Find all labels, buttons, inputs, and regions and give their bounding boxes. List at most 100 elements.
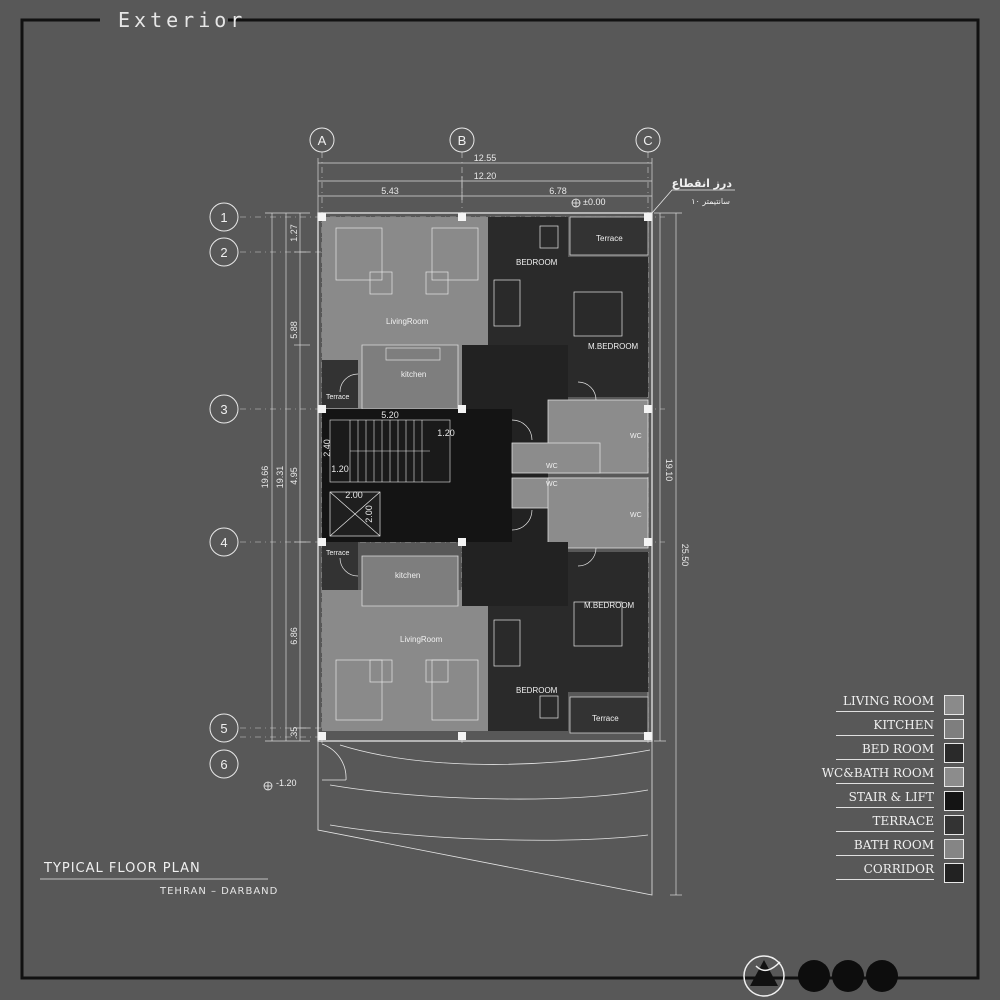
grid-bubbles — [209, 127, 661, 779]
bedroom-lower — [488, 606, 568, 731]
door-swings — [339, 373, 597, 577]
dim-stair-width: 2.40 — [322, 439, 332, 457]
master-bedroom-upper — [568, 257, 648, 397]
legend-rule — [836, 855, 934, 856]
terrace-lower-right — [569, 696, 649, 734]
grid-bubble-1 — [209, 202, 239, 232]
dim-right-bay: 6.78 — [549, 186, 567, 196]
legend-swatch — [944, 815, 964, 835]
wc-lower-right — [547, 477, 649, 549]
legend-label: BATH ROOM — [853, 838, 934, 852]
level-marker-basement: -1.20 — [263, 778, 297, 791]
dim-inner-width: 12.20 — [474, 171, 497, 181]
grid-label-b: B — [458, 133, 467, 148]
legend-item: BED ROOM — [836, 740, 968, 764]
plan-subtitle: TEHRAN – DARBAND — [160, 886, 279, 897]
legend-rule — [836, 783, 934, 784]
legend-swatch — [944, 839, 964, 859]
legend-label: CORRIDOR — [863, 862, 934, 876]
dim-stair-flight: 1.20 — [331, 464, 349, 474]
grid-bubble-c — [635, 127, 661, 153]
dim-row-2-3: 5.88 — [289, 321, 299, 339]
note-line-1: درز انقطاع — [672, 177, 733, 190]
grid-bubble-2 — [209, 237, 239, 267]
grid-bubble-6 — [209, 749, 239, 779]
legend-item: TERRACE — [836, 812, 968, 836]
legend-label: KITCHEN — [873, 718, 934, 732]
legend-label: TERRACE — [872, 814, 934, 828]
grid-label-6: 6 — [220, 757, 227, 772]
kitchen-upper — [361, 344, 459, 410]
left-dimension-texts: 19.66 19.31 1.27 5.88 4.95 6.86 .35 — [260, 224, 299, 739]
terrace-upper-left — [322, 360, 358, 408]
dim-left-overall: 19.66 — [260, 466, 270, 489]
grid-bubble-b — [449, 127, 475, 153]
dim-row-3-4: 4.95 — [289, 467, 299, 485]
legend-rule — [836, 831, 934, 832]
studio-logo — [743, 955, 898, 997]
legend-swatch — [944, 791, 964, 811]
dim-left-bay: 5.43 — [381, 186, 399, 196]
stair-dimension-texts: 5.20 1.20 2.40 1.20 2.00 2.00 — [322, 410, 455, 523]
grid-label-3: 3 — [220, 402, 227, 417]
sheet-frame — [20, 18, 980, 980]
legend-rule — [836, 879, 934, 880]
stair — [329, 419, 451, 483]
dim-row-1-2: 1.27 — [289, 224, 299, 242]
dim-lift-depth: 2.00 — [364, 505, 374, 523]
grid-label-1: 1 — [220, 210, 227, 225]
legend-item: KITCHEN — [836, 716, 968, 740]
master-bedroom-lower — [568, 552, 648, 692]
sheet-title: Exterior — [118, 8, 247, 32]
legend-label: LIVING ROOM — [842, 694, 934, 708]
note-line-2: ۱۰ سانتیمتر — [691, 197, 730, 206]
dim-row-5-6: .35 — [289, 727, 299, 740]
bedroom-upper — [488, 217, 568, 345]
kitchen-lower — [361, 555, 459, 607]
left-dimension-lines — [265, 212, 310, 742]
grid-bubble-3 — [209, 394, 239, 424]
grid-label-2: 2 — [220, 245, 227, 260]
legend-swatch — [944, 743, 964, 763]
dim-stair-length: 5.20 — [381, 410, 399, 420]
living-room-lower — [322, 606, 488, 731]
legend-label: WC&BATH ROOM — [821, 766, 934, 780]
corridor-lower — [462, 542, 568, 606]
legend-swatch — [944, 695, 964, 715]
structural-columns — [318, 213, 652, 740]
furniture — [335, 225, 623, 721]
grid-bubble-labels: A B C 1 2 3 4 5 6 — [220, 133, 652, 772]
outer-wall — [317, 212, 653, 742]
dim-lift-width: 2.00 — [345, 490, 363, 500]
legend-rule — [836, 807, 934, 808]
level-marker-floor: ±0.00 — [571, 197, 605, 208]
grid-label-4: 4 — [220, 535, 227, 550]
expansion-joint-note: درز انقطاع ۱۰ سانتیمتر — [651, 177, 735, 214]
legend-rule — [836, 759, 934, 760]
living-room-upper — [322, 217, 488, 345]
corridor-center — [512, 409, 548, 542]
right-dimension-lines — [654, 212, 682, 896]
dim-overall-width: 12.55 — [474, 153, 497, 163]
terrace-lower-left — [322, 542, 358, 590]
legend-swatch — [944, 767, 964, 787]
right-dimension-texts: 19.10 25.50 — [664, 459, 690, 567]
dim-row-4-5: 6.86 — [289, 627, 299, 645]
legend-swatch — [944, 863, 964, 883]
grid-label-5: 5 — [220, 721, 227, 736]
legend-item: WC&BATH ROOM — [822, 764, 968, 788]
dim-right-inner: 19.10 — [664, 459, 674, 482]
level-basement-text: -1.20 — [276, 778, 297, 788]
grid-label-a: A — [318, 133, 327, 148]
legend-item: LIVING ROOM — [836, 692, 968, 716]
terrace-upper-right — [569, 216, 649, 256]
grid-bubble-5 — [209, 713, 239, 743]
site-ramp — [317, 741, 653, 896]
legend-rule — [836, 711, 934, 712]
legend-item: CORRIDOR — [836, 860, 968, 884]
legend-rule — [836, 735, 934, 736]
grid-bubble-4 — [209, 527, 239, 557]
wc-upper-left — [511, 442, 601, 474]
